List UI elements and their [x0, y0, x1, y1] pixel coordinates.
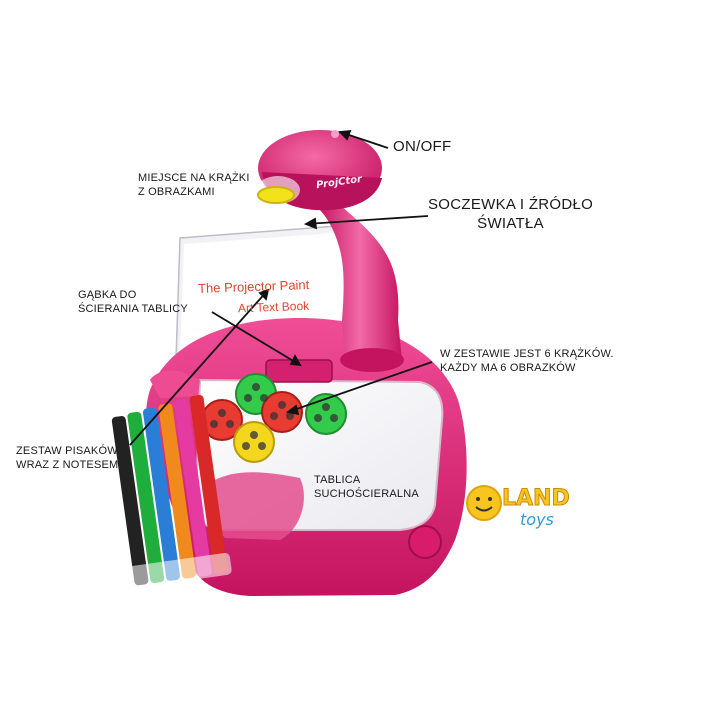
brand-word-toys: toys: [520, 510, 554, 529]
label-lens: SOCZEWKA I ŹRÓDŁO ŚWIATŁA: [428, 196, 594, 232]
land-toys-logo: [466, 485, 502, 521]
label-board: TABLICA SUCHOŚCIERALNA: [314, 474, 419, 500]
brand-word-land: LAND: [502, 486, 571, 512]
markers: [111, 394, 232, 588]
projector-arm: [318, 200, 404, 372]
projector-head: [256, 130, 382, 211]
lens-disc-yellow: [257, 186, 295, 204]
sponge: [265, 359, 333, 383]
label-discs-set: W ZESTAWIE JEST 6 KRĄŻKÓW. KAŻDY MA 6 OB…: [440, 348, 614, 374]
picture-discs: [201, 373, 347, 463]
on-off-button: [331, 130, 339, 138]
storage-cup: [408, 525, 442, 559]
label-sponge: GĄBKA DO ŚCIERANIA TABLICY: [78, 289, 188, 315]
callout-lines: [129, 129, 433, 446]
label-on-off: ON/OFF: [393, 138, 452, 155]
label-disc-slot: MIEJSCE NA KRĄŻKI Z OBRAZKAMI: [138, 172, 250, 198]
projector-base: [146, 318, 467, 596]
label-markers: ZESTAW PISAKÓW WRAZ Z NOTESEM: [16, 445, 119, 471]
book-title-line2: Art Text Book: [237, 298, 310, 316]
